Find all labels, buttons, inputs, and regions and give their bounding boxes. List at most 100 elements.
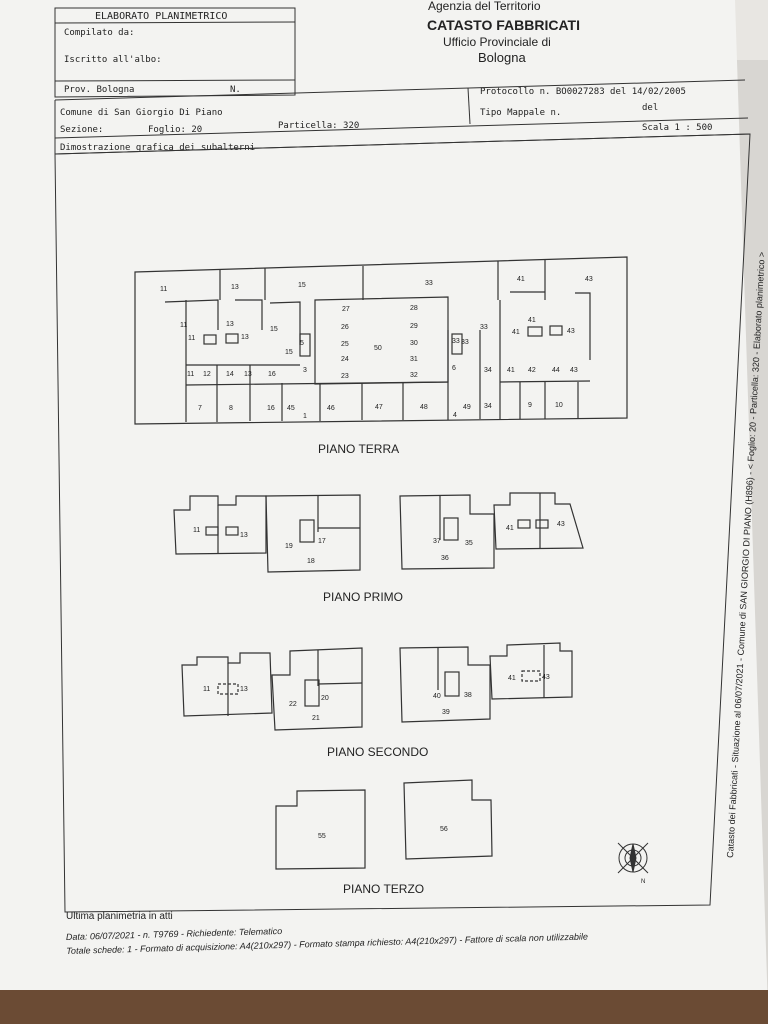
- comune-label: Comune di San Giorgio Di Piano: [60, 108, 223, 118]
- svg-text:30: 30: [410, 340, 418, 347]
- tipo-del-label: del: [642, 103, 658, 113]
- plan-piano-terra: [134, 256, 628, 425]
- svg-text:33: 33: [480, 324, 488, 331]
- svg-text:24: 24: [341, 356, 349, 363]
- header-box-left: [54, 7, 296, 98]
- svg-text:42: 42: [528, 367, 536, 374]
- header-title: ELABORATO PLANIMETRICO: [95, 11, 227, 22]
- north-compass-icon: [617, 842, 649, 874]
- label-piano-secondo: PIANO SECONDO: [327, 745, 428, 759]
- protocollo-label: Protocollo n. BO0027283 del 14/02/2005: [480, 87, 686, 97]
- svg-text:13: 13: [240, 686, 248, 693]
- plan-piano-primo: [173, 492, 584, 573]
- svg-text:16: 16: [268, 371, 276, 378]
- svg-text:50: 50: [374, 345, 382, 352]
- unit-label-56: 56: [440, 826, 448, 833]
- svg-text:1: 1: [303, 413, 307, 420]
- dimostrazione-label: Dimostrazione grafica dei subalterni: [60, 143, 255, 153]
- svg-text:27: 27: [342, 306, 350, 313]
- svg-text:45: 45: [287, 405, 295, 412]
- svg-text:47: 47: [375, 404, 383, 411]
- svg-text:13: 13: [240, 532, 248, 539]
- svg-text:13: 13: [244, 371, 252, 378]
- svg-text:43: 43: [585, 276, 593, 283]
- compass-north-label: N: [641, 879, 645, 885]
- svg-text:33: 33: [452, 338, 460, 345]
- svg-text:13: 13: [226, 321, 234, 328]
- svg-text:11: 11: [193, 527, 200, 534]
- agency-city: Bologna: [478, 50, 526, 65]
- label-piano-terra: PIANO TERRA: [318, 442, 399, 456]
- svg-text:40: 40: [433, 693, 441, 700]
- plan-piano-secondo: [181, 642, 573, 731]
- drawing-frame: [54, 133, 751, 913]
- svg-text:11: 11: [160, 286, 167, 293]
- prov-label: Prov. Bologna: [64, 85, 134, 95]
- svg-text:22: 22: [289, 701, 297, 708]
- svg-text:41: 41: [507, 367, 515, 374]
- svg-text:43: 43: [542, 674, 550, 681]
- svg-text:18: 18: [307, 558, 315, 565]
- svg-text:46: 46: [327, 405, 335, 412]
- svg-text:39: 39: [442, 709, 450, 716]
- svg-text:43: 43: [557, 521, 565, 528]
- sezione-label: Sezione:: [60, 125, 103, 135]
- svg-text:44: 44: [552, 367, 560, 374]
- svg-text:23: 23: [341, 373, 349, 380]
- svg-text:6: 6: [452, 365, 456, 372]
- svg-text:3: 3: [303, 367, 307, 374]
- svg-text:32: 32: [410, 372, 418, 379]
- svg-text:11: 11: [180, 322, 187, 329]
- svg-text:48: 48: [420, 404, 428, 411]
- footer-line1: Ultima planimetria in atti: [66, 911, 173, 922]
- svg-text:26: 26: [341, 324, 349, 331]
- svg-text:15: 15: [285, 349, 293, 356]
- svg-text:15: 15: [270, 326, 278, 333]
- svg-text:5: 5: [300, 340, 304, 347]
- svg-text:11: 11: [187, 371, 194, 378]
- svg-text:49: 49: [463, 404, 471, 411]
- svg-text:41: 41: [517, 276, 525, 283]
- label-piano-terzo: PIANO TERZO: [343, 882, 424, 896]
- svg-text:43: 43: [567, 328, 575, 335]
- agency-title: CATASTO FABBRICATI: [427, 17, 580, 33]
- svg-text:43: 43: [570, 367, 578, 374]
- scala-label: Scala 1 : 500: [642, 123, 712, 133]
- svg-text:4: 4: [453, 412, 457, 419]
- svg-text:29: 29: [410, 323, 418, 330]
- svg-text:16: 16: [267, 405, 275, 412]
- svg-text:20: 20: [321, 695, 329, 702]
- compilato-label: Compilato da:: [64, 28, 134, 38]
- svg-text:33: 33: [425, 280, 433, 287]
- svg-text:36: 36: [441, 555, 449, 562]
- foglio-label: Foglio: 20: [148, 125, 202, 135]
- table-surface: [0, 990, 768, 1024]
- svg-text:38: 38: [464, 692, 472, 699]
- label-piano-primo: PIANO PRIMO: [323, 590, 403, 604]
- svg-text:13: 13: [241, 334, 249, 341]
- iscritto-label: Iscritto all'albo:: [64, 55, 162, 65]
- svg-text:31: 31: [410, 356, 418, 363]
- svg-text:41: 41: [506, 525, 514, 532]
- svg-text:8: 8: [229, 405, 233, 412]
- svg-text:34: 34: [484, 403, 492, 410]
- svg-text:7: 7: [198, 405, 202, 412]
- svg-text:9: 9: [528, 402, 532, 409]
- svg-text:12: 12: [203, 371, 211, 378]
- plan-piano-terzo: [275, 779, 493, 870]
- svg-text:41: 41: [528, 317, 536, 324]
- tipo-mappale-label: Tipo Mappale n.: [480, 108, 561, 118]
- svg-text:34: 34: [484, 367, 492, 374]
- particella-label: Particella: 320: [278, 121, 359, 131]
- svg-text:19: 19: [285, 543, 293, 550]
- svg-text:11: 11: [188, 335, 195, 342]
- unit-label-55: 55: [318, 833, 326, 840]
- svg-text:21: 21: [312, 715, 320, 722]
- svg-text:33: 33: [461, 339, 469, 346]
- svg-text:25: 25: [341, 341, 349, 348]
- svg-text:41: 41: [508, 675, 516, 682]
